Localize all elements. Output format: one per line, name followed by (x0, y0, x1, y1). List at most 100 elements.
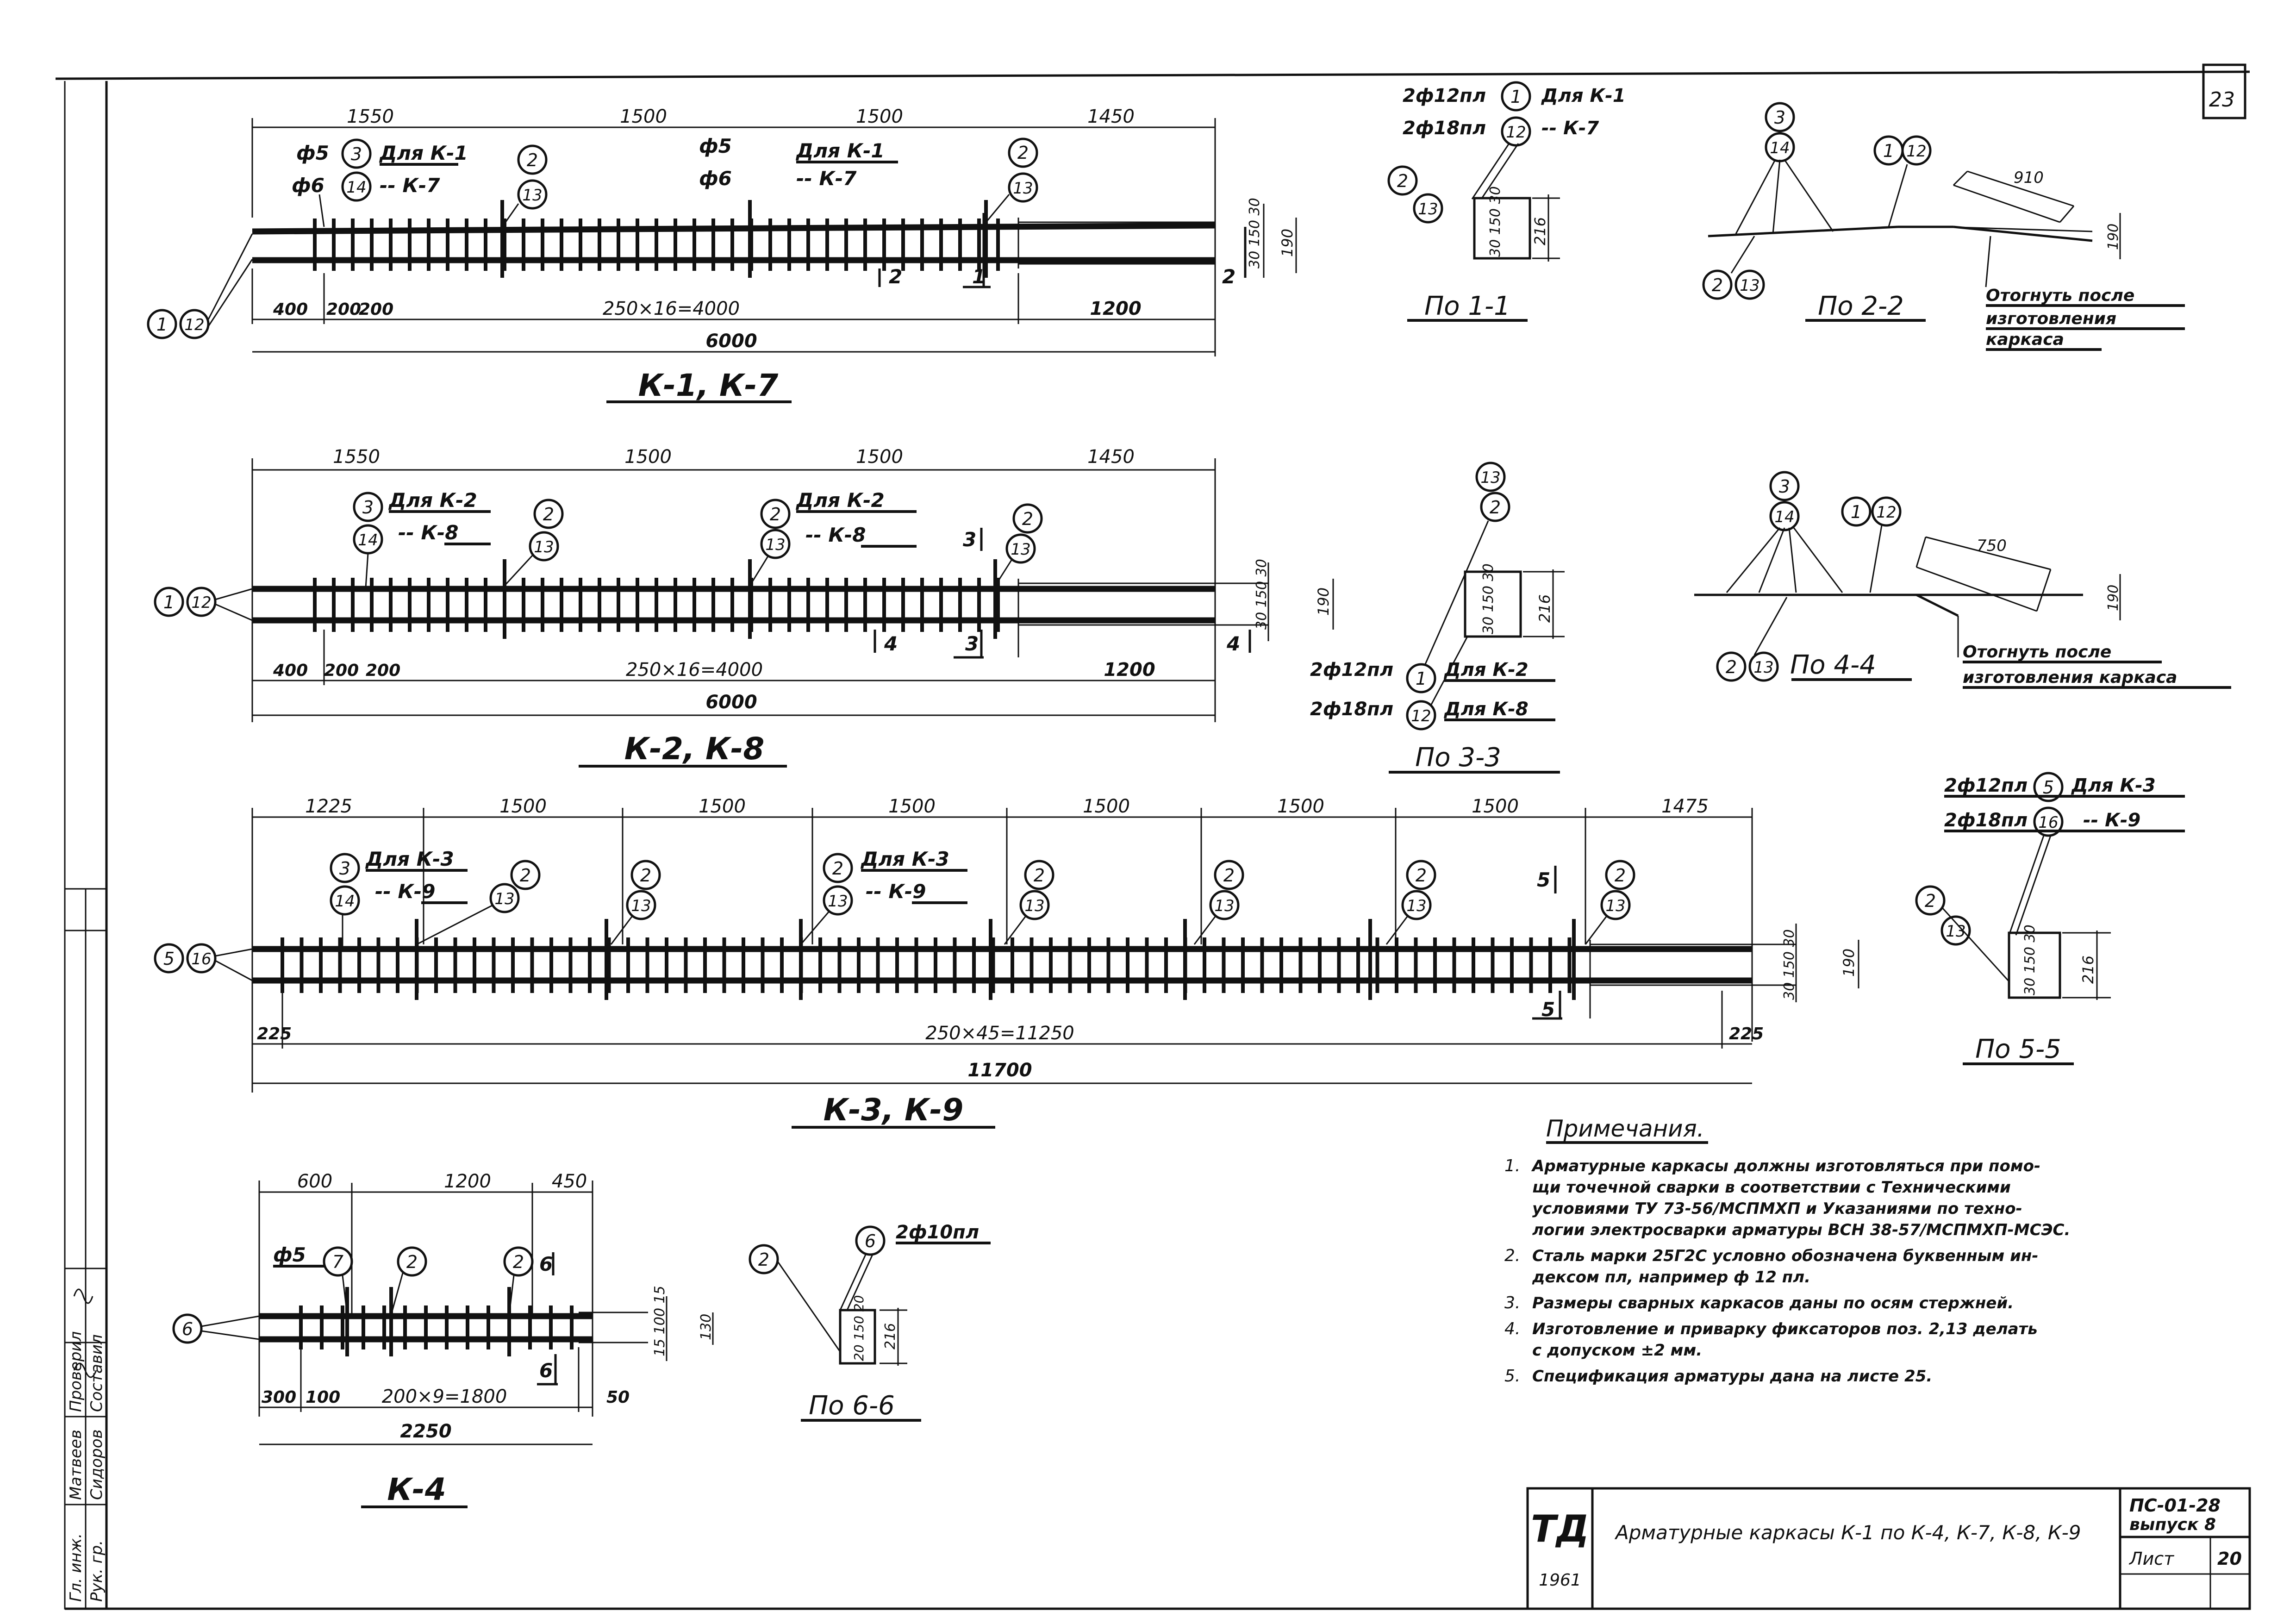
dim-label: 1450 (1087, 446, 1135, 468)
position-mark (489, 883, 520, 913)
position-mark (1005, 533, 1036, 564)
section-row: 2ф18пл (1944, 810, 2028, 831)
bend-note: Отогнуть после (1986, 286, 2134, 305)
frame-k2-k8: 1550 1500 1500 1450 3 Для К-2 14 -- К-8 … (154, 446, 1334, 768)
section-mark: 2 (889, 265, 902, 288)
position-number: 13 (1946, 922, 1965, 941)
rod-group (299, 1287, 574, 1356)
signature-mark (73, 1288, 94, 1304)
position-mark (1871, 496, 1902, 527)
note-number: 2. (1504, 1246, 1520, 1265)
dim-label: 400 (273, 661, 308, 680)
position-mark (353, 492, 383, 522)
position-mark (529, 531, 559, 562)
dim-label: 200 (359, 300, 393, 319)
section-title: По 3-3 (1415, 743, 1501, 773)
dim-label: 1200 (1090, 298, 1141, 319)
position-number: 3 (1774, 107, 1785, 128)
dim-label: 300 (262, 1388, 296, 1407)
section-row: 2ф18пл (1310, 699, 1393, 720)
dim-label: 1200 (444, 1171, 491, 1192)
position-mark (1901, 135, 1932, 166)
position-number: 13 (1214, 897, 1234, 915)
frame-title: К-4 (387, 1472, 446, 1507)
position-number: 13 (828, 892, 848, 911)
issue-number: выпуск 8 (2129, 1515, 2216, 1534)
section-row-label: Для К-3 (2071, 775, 2156, 796)
position-number: 14 (335, 892, 355, 911)
section-mark: 4 (1226, 632, 1240, 655)
dim-label: 1500 (499, 796, 547, 817)
position-mark (1475, 462, 1506, 492)
position-number: 12 (184, 316, 204, 334)
position-mark (1748, 651, 1779, 682)
height-dim: 190 (1315, 587, 1332, 616)
position-mark (1019, 890, 1050, 920)
position-number: 16 (2038, 813, 2058, 832)
height-dim: 190 (1840, 949, 1858, 977)
dim-label: 200×9=1800 (382, 1386, 507, 1407)
callout-label: Для К-3 (860, 848, 949, 870)
section-row-label: Для К-8 (1443, 699, 1529, 720)
height-dims: 30 150 30 (1247, 198, 1263, 269)
sheet-number: 20 (2217, 1549, 2242, 1569)
position-mark (760, 499, 791, 529)
position-mark (517, 179, 548, 210)
leader-line (1385, 916, 1408, 945)
position-number: 12 (1906, 142, 1926, 161)
position-mark (1605, 860, 1635, 890)
callout-label: -- К-8 (805, 524, 866, 546)
position-number: 12 (1876, 503, 1896, 522)
dim-label: 1200 (1104, 659, 1155, 681)
callout-label: -- К-7 (380, 174, 440, 197)
section-title: По 5-5 (1975, 1034, 2061, 1064)
position-mark (341, 171, 372, 202)
position-number: 12 (1411, 707, 1431, 725)
position-number: 7 (332, 1252, 343, 1272)
dim-label: 1500 (699, 796, 746, 817)
position-number: 2 (1034, 865, 1045, 886)
position-mark (823, 853, 853, 883)
position-number: 2 (832, 858, 843, 879)
section-1-1: 2ф12пл 1 Для К-1 2ф18пл 12 -- К-7 2 13 3… (1387, 81, 1626, 322)
signature-mark (73, 1362, 97, 1378)
series-number: ПС-01-28 (2129, 1495, 2221, 1516)
position-number: 13 (1480, 468, 1500, 487)
position-mark (1480, 492, 1510, 522)
height-dims: 30 150 30 (1254, 559, 1270, 630)
note-line: Размеры сварных каркасов даны по осям ст… (1532, 1294, 2014, 1312)
position-number: 1 (1883, 141, 1894, 161)
position-number: 2 (1223, 865, 1235, 886)
notes-heading: Примечания. (1546, 1115, 1704, 1142)
position-mark (855, 1225, 886, 1256)
position-number: 12 (191, 593, 211, 612)
position-number: 5 (163, 949, 175, 969)
position-mark (172, 1313, 203, 1344)
position-mark (1012, 503, 1043, 534)
dim-label: 1500 (856, 106, 903, 127)
note-line: дексом пл, например ф 12 пл. (1532, 1268, 1810, 1287)
frame-k4: 600 1200 450 ф5 7 2 2 6 6 15 100 15 130 … (172, 1171, 714, 1508)
position-number: 2 (1925, 891, 1936, 911)
position-number: 13 (1740, 276, 1759, 295)
bend-note: Отогнуть после (1963, 643, 2111, 662)
callout-label: Для К-3 (365, 848, 454, 870)
dim-label: 1500 (888, 796, 936, 817)
section-title: По 1-1 (1424, 291, 1510, 321)
position-mark (1600, 890, 1631, 920)
position-mark (1702, 269, 1733, 300)
position-number: 1 (1416, 668, 1427, 689)
position-number: 2 (520, 865, 531, 886)
section-mark: 4 (884, 632, 898, 655)
drawing-title: Арматурные каркасы К-1 по К-4, К-7, К-8,… (1614, 1521, 2081, 1544)
dim-label: 200 (324, 661, 359, 680)
dim-label: 600 (297, 1171, 332, 1192)
position-mark (1008, 172, 1038, 203)
section-height: 190 (2105, 224, 2121, 250)
section-mark: 5 (1537, 868, 1550, 891)
dim-label: 250×16=4000 (603, 298, 740, 319)
position-mark (186, 587, 217, 617)
position-mark (323, 1246, 353, 1277)
dim-total: 11700 (967, 1060, 1032, 1081)
stamp-row: Составил (87, 1334, 106, 1412)
